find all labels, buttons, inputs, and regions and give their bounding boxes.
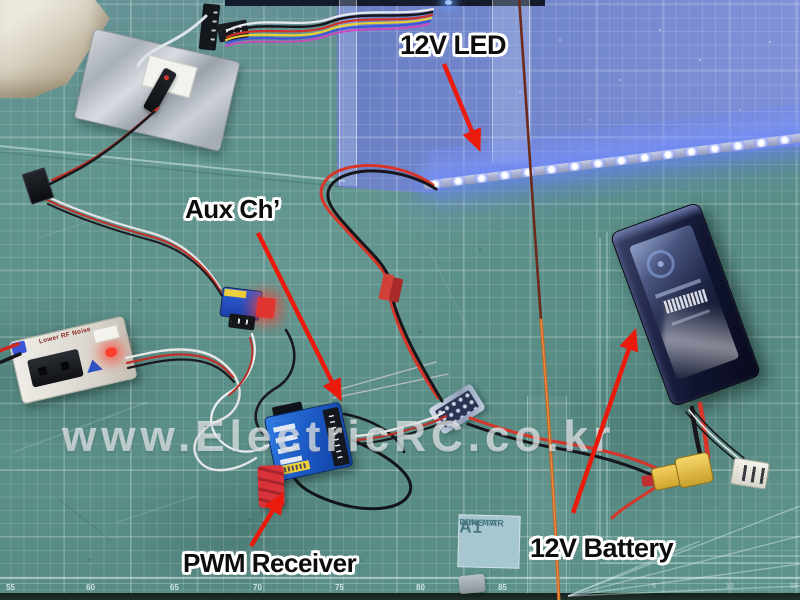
ruler-number: 80: [416, 583, 425, 592]
arrow-pwm-receiver: [249, 491, 285, 548]
ruler-number: 5: [652, 583, 656, 590]
mat-seam-line: [0, 145, 346, 188]
ruler-number: 65: [170, 583, 179, 592]
ruler-number: 75: [335, 583, 344, 592]
label-aux-ch: Aux Ch’: [185, 194, 280, 224]
arrow-12v-led: [441, 63, 481, 152]
ruler-number: 60: [86, 583, 95, 592]
mat-ruler-line: [0, 577, 800, 579]
ruler-number: 85: [498, 583, 507, 592]
dust-specks: [519, 28, 772, 121]
protractor-fan-lines: [567, 505, 800, 597]
watermark: www.ElectricRC.co.kr: [62, 412, 616, 461]
esc-output-ribbon: [124, 348, 236, 384]
ruler-number: 10: [726, 583, 734, 590]
label-pwm-receiver: PWM Receiver: [183, 548, 357, 578]
arrow-aux-ch: [255, 231, 342, 402]
mat-ruler-line-2: [0, 583, 800, 584]
ruler-number: 15: [790, 583, 798, 590]
ruler-number: 55: [6, 583, 15, 592]
copper-wire: [517, 0, 561, 600]
white-lead: [136, 14, 208, 68]
label-12v-led: 12V LED: [400, 30, 507, 60]
dirt-specks: [88, 248, 482, 562]
rainbow-servo-bundle: [224, 7, 435, 47]
esc-input-leads: [0, 342, 22, 365]
receiver-aux-ribbon: [354, 410, 450, 446]
stray-led-glow: [445, 0, 452, 5]
arrow-12v-battery: [570, 328, 639, 514]
mat-scratches: [13, 211, 469, 541]
mat-bottom-edge: [0, 593, 800, 600]
switch-module-leads: [48, 106, 160, 186]
table-edge: [225, 0, 545, 6]
led-strip-power-pair: [319, 164, 444, 403]
label-12v-battery: 12V Battery: [530, 533, 674, 563]
mat-seam-a: [339, 0, 357, 186]
mat-seam-c: [527, 396, 567, 594]
balance-leads: [685, 407, 745, 463]
ruler-number: 70: [253, 583, 262, 592]
right-mat-border: [599, 232, 800, 564]
